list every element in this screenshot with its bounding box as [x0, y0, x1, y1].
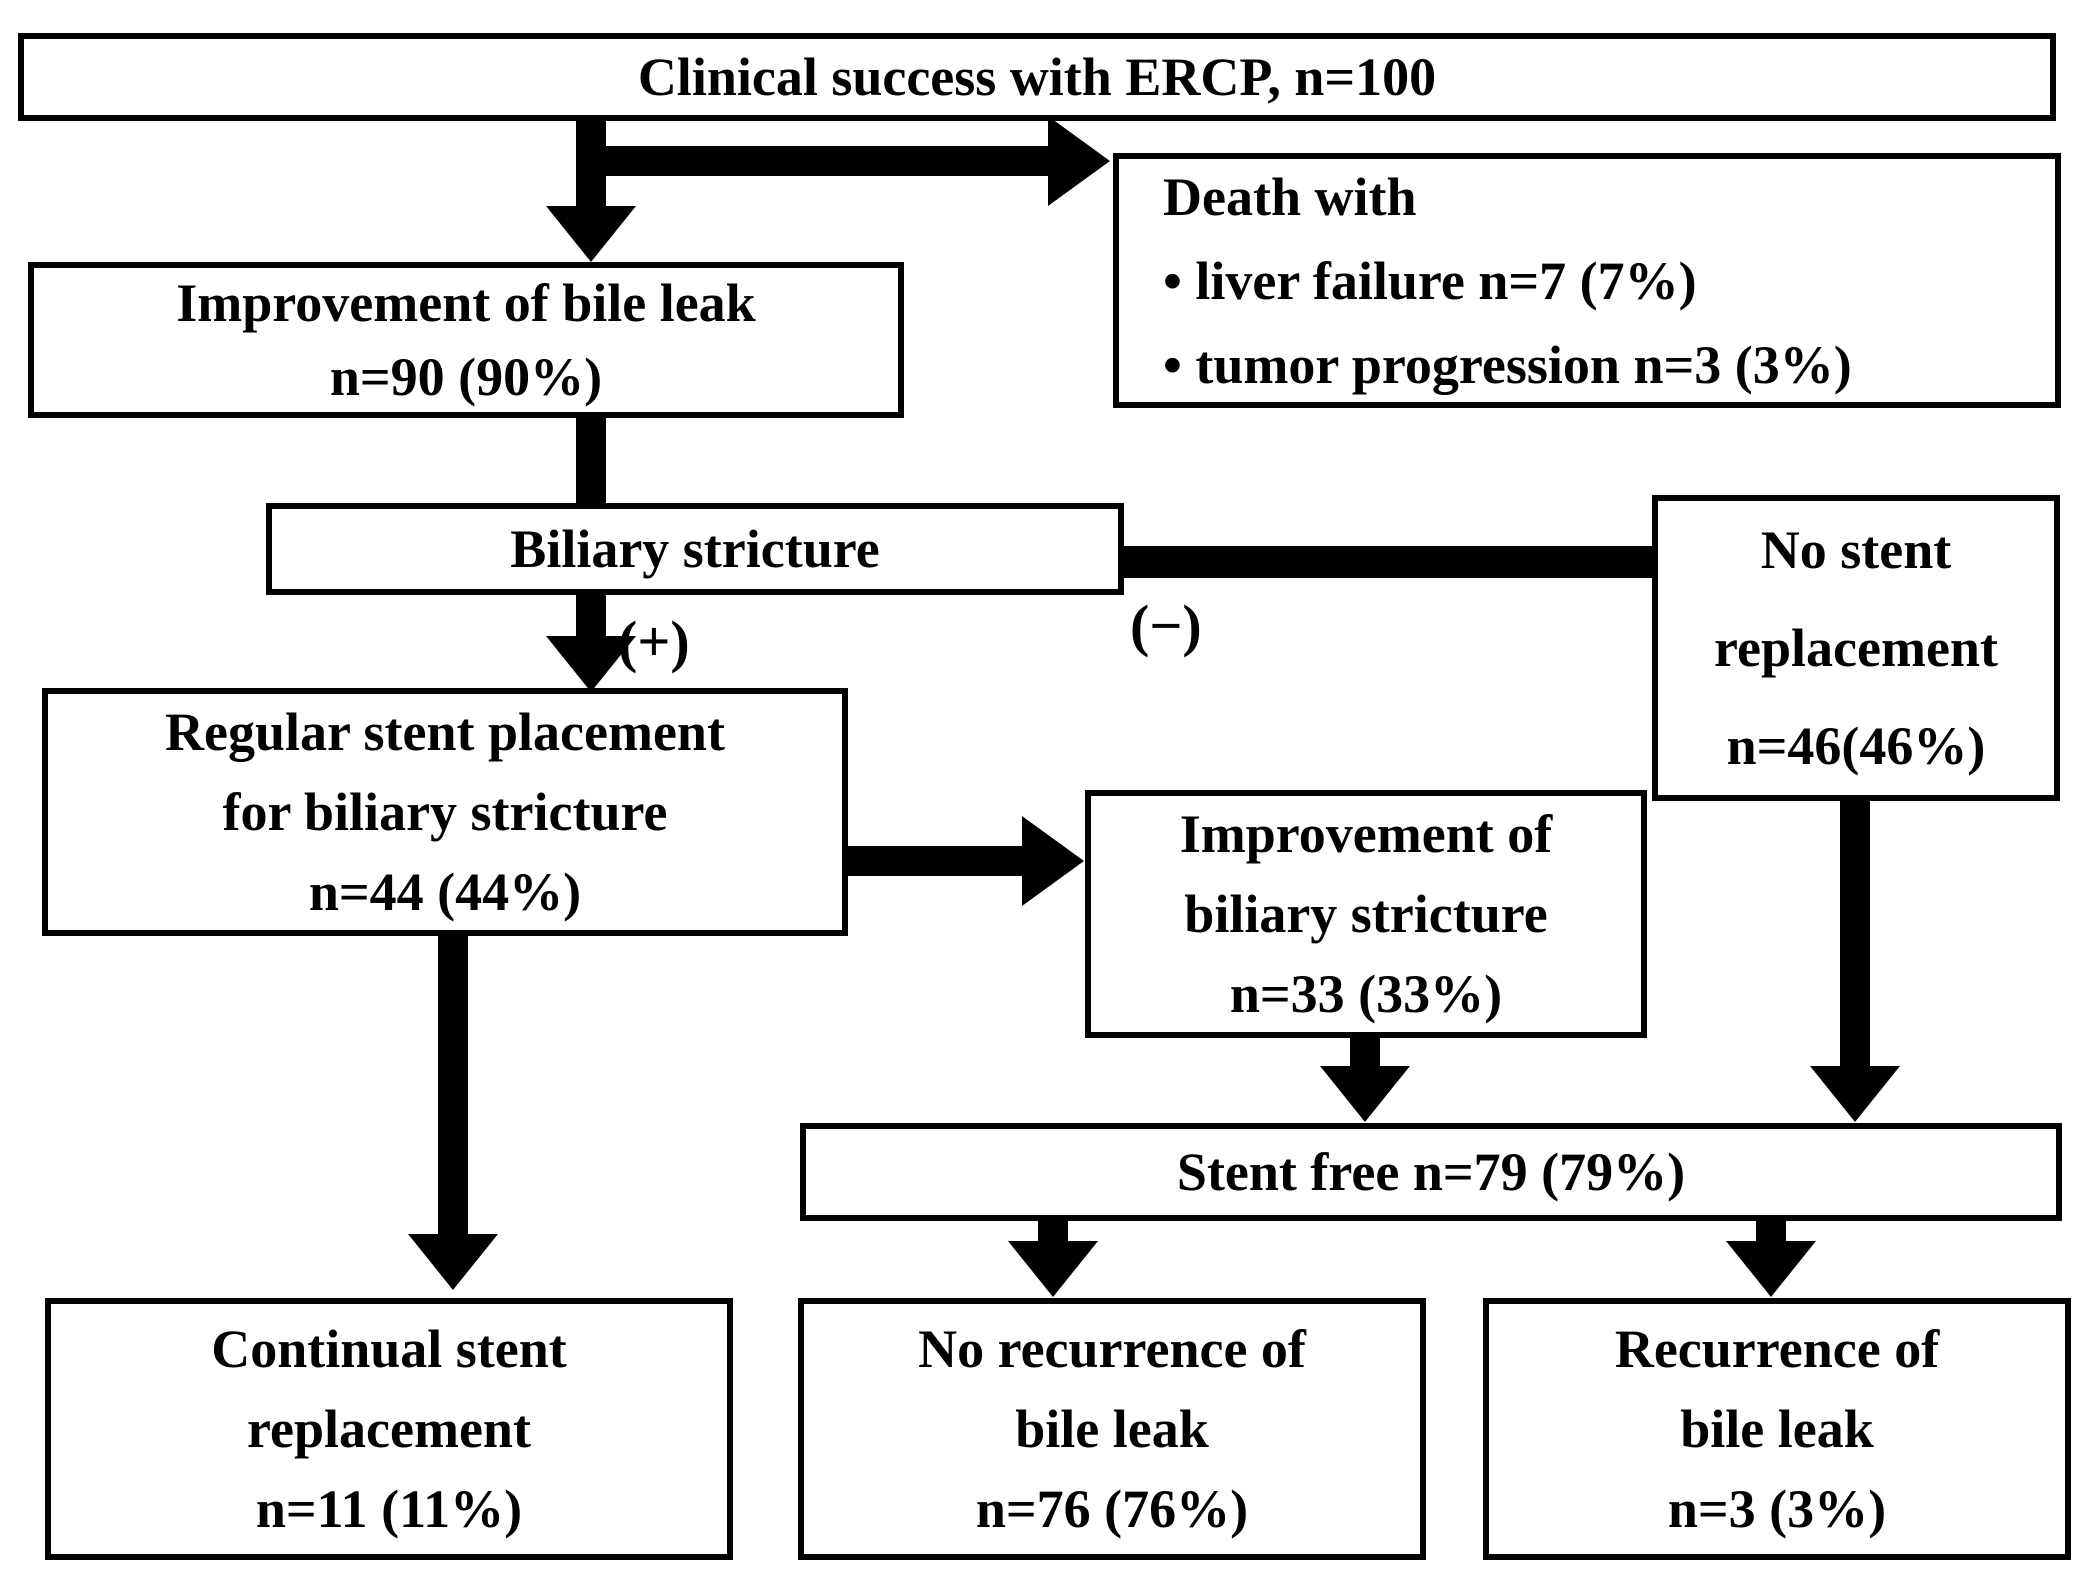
node-bile-leak-line2: n=90 (90%): [329, 347, 603, 407]
node-death-line2: • liver failure n=7 (7%): [1163, 250, 1697, 311]
connector-nostent-to-stentfree: [1840, 797, 1870, 1069]
node-bile-leak-line1: Improvement of bile leak: [176, 273, 756, 333]
connector-regular-to-continual: [438, 932, 468, 1234]
node-biliary-stricture: Biliary stricture: [266, 503, 1124, 595]
node-continual-line2: replacement: [247, 1399, 531, 1459]
node-improve-line2: biliary stricture: [1184, 884, 1548, 944]
connector-top-to-death: [576, 146, 1050, 176]
arrowhead-down-norecurrence: [1008, 1241, 1098, 1297]
node-regular-line1: Regular stent placement: [165, 702, 725, 762]
node-no-recurrence-line1: No recurrence of: [918, 1319, 1306, 1379]
node-recurrence-line2: bile leak: [1680, 1399, 1874, 1459]
node-regular-line3: n=44 (44%): [308, 862, 582, 922]
label-positive-branch: (+): [618, 609, 690, 674]
connector-stricture-to-regular: [576, 592, 606, 640]
connector-regular-to-improve: [846, 846, 1024, 876]
node-biliary-stricture-text: Biliary stricture: [510, 519, 880, 579]
node-bile-leak-improvement: Improvement of bile leak n=90 (90%): [28, 262, 904, 418]
node-clinical-success: Clinical success with ERCP, n=100: [18, 33, 2056, 121]
node-recurrence-line1: Recurrence of: [1614, 1319, 1940, 1379]
node-improve-line1: Improvement of: [1179, 804, 1553, 864]
connector-bileleak-to-stricture: [576, 412, 606, 507]
node-no-stent-line2: replacement: [1714, 618, 1998, 678]
node-stent-free-text: Stent free n=79 (79%): [1176, 1142, 1686, 1202]
connector-stricture-to-nostent: [1122, 546, 1656, 578]
node-recurrence-line3: n=3 (3%): [1667, 1479, 1887, 1539]
node-death-line1: Death with: [1163, 166, 1417, 227]
node-continual-replacement: Continual stent replacement n=11 (11%): [45, 1298, 733, 1560]
node-regular-line2: for biliary stricture: [222, 782, 668, 842]
node-no-recurrence-line3: n=76 (76%): [975, 1479, 1249, 1539]
node-improve-line3: n=33 (33%): [1229, 964, 1503, 1024]
node-stent-free: Stent free n=79 (79%): [800, 1123, 2062, 1221]
node-recurrence: Recurrence of bile leak n=3 (3%): [1483, 1298, 2071, 1560]
node-no-stent-replacement: No stent replacement n=46(46%): [1652, 495, 2060, 801]
connector-stentfree-to-recurrence: [1756, 1217, 1786, 1243]
arrowhead-down-regular: [546, 636, 636, 692]
connector-improve-to-stentfree: [1350, 1034, 1380, 1070]
arrowhead-down-recurrence: [1726, 1241, 1816, 1297]
arrowhead-down-bileleak: [546, 206, 636, 262]
node-improvement-stricture: Improvement of biliary stricture n=33 (3…: [1085, 790, 1647, 1038]
arrowhead-down-continual: [408, 1234, 498, 1290]
node-no-stent-line1: No stent: [1760, 520, 1952, 580]
node-continual-line3: n=11 (11%): [255, 1479, 523, 1539]
arrowhead-right-improve: [1022, 816, 1084, 906]
node-death-line3: • tumor progression n=3 (3%): [1163, 334, 1852, 395]
arrowhead-down-stentfree-left: [1320, 1066, 1410, 1122]
arrowhead-right-death: [1048, 116, 1110, 206]
connector-stentfree-to-norecurrence: [1038, 1217, 1068, 1243]
node-death: Death with • liver failure n=7 (7%) • tu…: [1113, 153, 2061, 408]
node-no-stent-line3: n=46(46%): [1726, 716, 1986, 776]
node-no-recurrence-line2: bile leak: [1015, 1399, 1209, 1459]
node-no-recurrence: No recurrence of bile leak n=76 (76%): [798, 1298, 1426, 1560]
node-continual-line1: Continual stent: [211, 1319, 567, 1379]
arrowhead-down-stentfree-right: [1810, 1066, 1900, 1122]
node-clinical-success-text: Clinical success with ERCP, n=100: [637, 47, 1437, 107]
label-negative-branch: (−): [1130, 593, 1202, 658]
node-regular-stent-placement: Regular stent placement for biliary stri…: [42, 688, 848, 936]
